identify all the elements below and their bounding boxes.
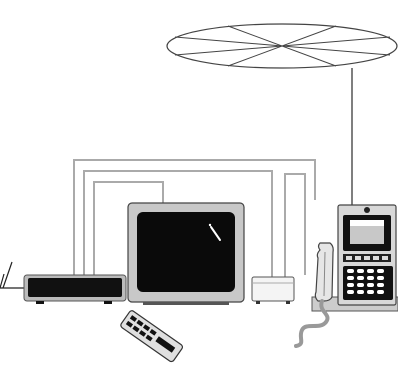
wall-jack-icon xyxy=(0,261,24,289)
television xyxy=(127,202,245,305)
videophone xyxy=(311,204,398,312)
ceiling-antenna xyxy=(166,23,398,205)
set-top-box xyxy=(23,274,127,304)
line-cord xyxy=(294,299,330,348)
remote-control xyxy=(120,310,184,363)
network-adapter xyxy=(251,276,295,304)
connection-wires xyxy=(73,159,316,278)
